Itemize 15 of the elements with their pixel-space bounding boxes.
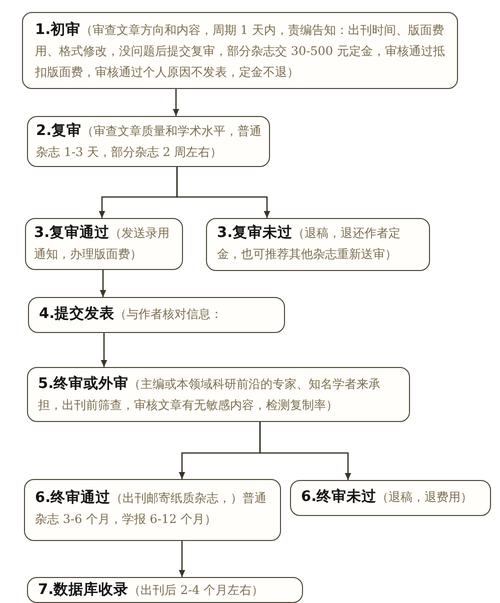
arrow (259, 422, 352, 480)
process-box: 4.提交发表（与作者核对信息： (28, 297, 285, 333)
process-box: 3.复审通过（发送录用通知，办理版面费） (25, 218, 183, 270)
arrow (172, 89, 180, 116)
arrow (100, 270, 106, 297)
arrow (100, 333, 108, 367)
arrow (176, 167, 270, 218)
process-box: 6.终审未过（退稿，退费用） (290, 480, 491, 516)
process-box: 5.终审或外审（主编或本领域科研前沿的专家、知名学者来承担，出刊前筛查，审核文章有无敏感内容，检测复制率） (27, 367, 410, 422)
process-box: 7.数据库收录（出刊后 2-4 个月左右） (27, 577, 303, 603)
process-box: 3.复审未过（退稿，退还作者定金，也可推荐其他杂志重新送审） (206, 218, 430, 271)
arrow (178, 541, 186, 577)
process-box: 6.终审通过（出刊邮寄纸质杂志，）普通杂志 3-6 个月，学报 6-12 个月） (24, 479, 281, 541)
process-box: 1.初审（审查文章方向和内容，周期 1 天内，责编告知：出刊时间、版面费用、格式修改，没问题后提交复审，部分杂志交 30-500 元定金，审核通过抵扣版面费，审核通过个人原因不发表，定金不退） (22, 12, 458, 89)
process-box: 2.复审（审查文章质量和学术水平，普通杂志 1-3 天，部分杂志 2 周左右） (27, 116, 270, 167)
